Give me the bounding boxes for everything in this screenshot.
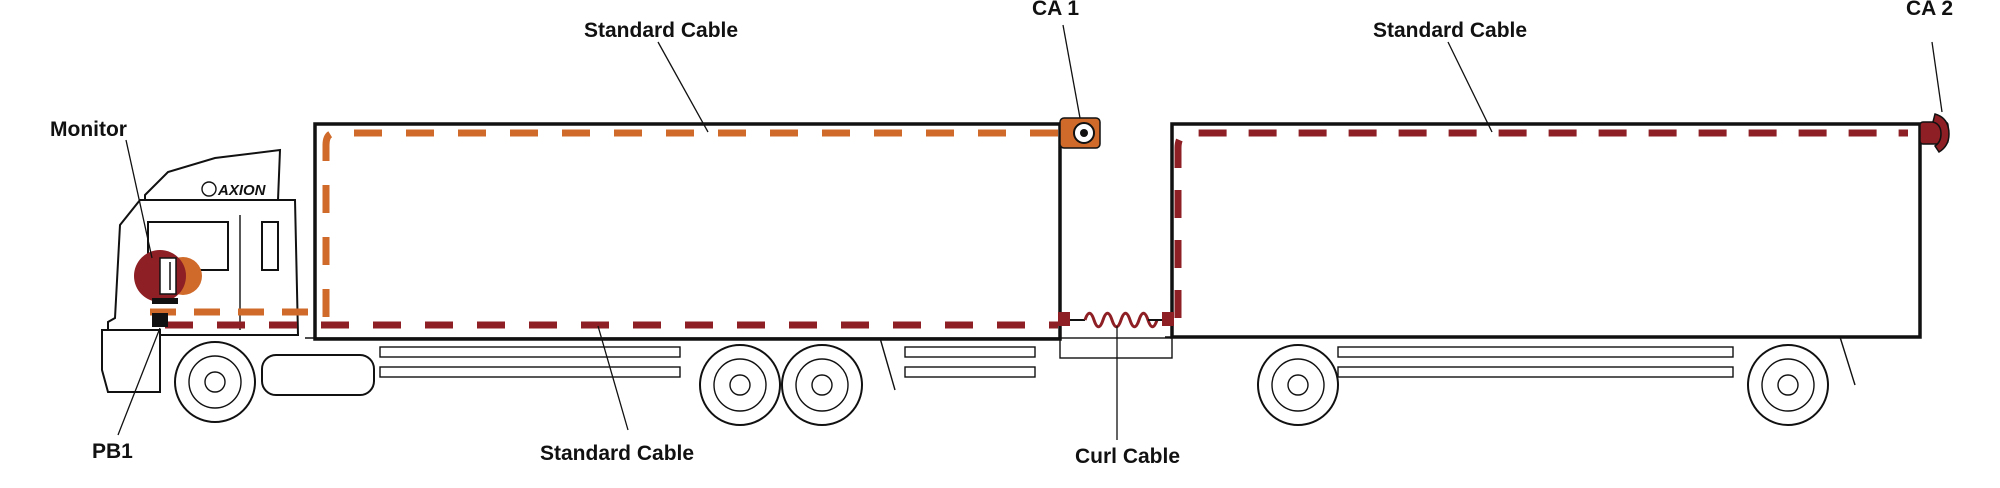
pb1-leader bbox=[117, 327, 161, 436]
label-ca2: CA 2 bbox=[1906, 0, 1953, 20]
ca1-leader bbox=[1062, 24, 1081, 119]
ca1-device bbox=[1059, 117, 1101, 149]
cab-bumper bbox=[101, 329, 161, 393]
cab-front-wheel bbox=[174, 341, 256, 423]
ca2-leader bbox=[1931, 41, 1943, 113]
standard-cable-orange bbox=[322, 129, 1058, 318]
standard-cable-bottom-leader bbox=[597, 325, 629, 431]
trailer-wheel-front bbox=[1257, 344, 1339, 426]
trailer-wheel-rear bbox=[1747, 344, 1829, 426]
trailer bbox=[1059, 122, 1922, 426]
cab-logo-text: AXION bbox=[217, 182, 267, 199]
label-ca1: CA 1 bbox=[1032, 0, 1079, 20]
trailer-box bbox=[1170, 122, 1922, 339]
side-rail-1b bbox=[379, 366, 681, 378]
side-rail-1c bbox=[904, 346, 1036, 358]
truck-rear-wheel-1 bbox=[699, 344, 781, 426]
truck-body-1 bbox=[305, 122, 1062, 426]
ca2-device bbox=[1919, 113, 1950, 154]
mudflap-1 bbox=[879, 337, 896, 391]
truck-box-1 bbox=[313, 122, 1062, 341]
monitor-device bbox=[134, 250, 202, 304]
label-pb1: PB1 bbox=[92, 440, 133, 463]
label-standard-cable-bottom: Standard Cable bbox=[540, 442, 694, 465]
label-curl-cable: Curl Cable bbox=[1075, 445, 1180, 468]
label-standard-cable-top-2: Standard Cable bbox=[1373, 19, 1527, 42]
standard-cable-top-1-leader bbox=[657, 41, 709, 133]
fuel-tank bbox=[261, 354, 375, 396]
side-rail-1a bbox=[379, 346, 681, 358]
cab-side-window bbox=[261, 221, 279, 271]
trailer-side-rail-b bbox=[1337, 366, 1734, 378]
truck-rear-wheel-2 bbox=[781, 344, 863, 426]
label-monitor: Monitor bbox=[50, 118, 127, 141]
label-standard-cable-top-1: Standard Cable bbox=[584, 19, 738, 42]
standard-cable-red-trailer bbox=[1174, 129, 1908, 318]
standard-cable-top-2-leader bbox=[1447, 41, 1493, 133]
side-rail-1d bbox=[904, 366, 1036, 378]
truck-cab: AXION bbox=[101, 148, 375, 423]
trailer-drawbar bbox=[1059, 337, 1173, 359]
trailer-side-rail-a bbox=[1337, 346, 1734, 358]
curl-cable bbox=[1058, 311, 1174, 329]
trailer-mudflap bbox=[1839, 336, 1856, 386]
axion-logo-icon bbox=[201, 181, 217, 197]
pb1-device bbox=[152, 313, 168, 327]
monitor-leader bbox=[125, 139, 153, 259]
